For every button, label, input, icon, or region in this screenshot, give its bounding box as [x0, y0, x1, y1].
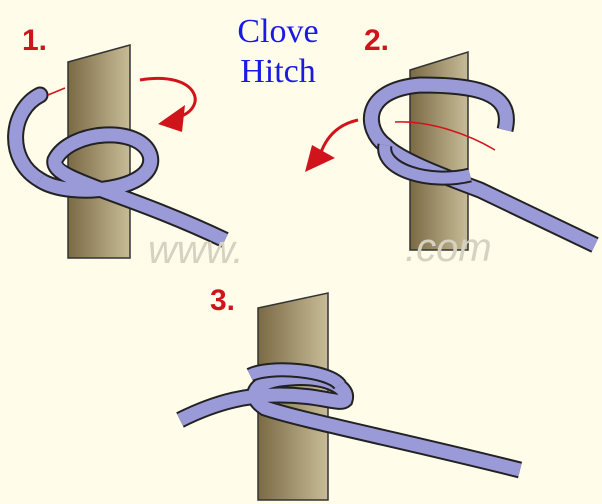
arrow-2: [318, 118, 359, 156]
step-1-illustration: [7, 44, 229, 259]
arrow-2-head: [305, 145, 335, 172]
guide-line-1: [47, 87, 66, 96]
step-3-label: 3.: [210, 284, 236, 317]
guide-line-2: [394, 121, 496, 151]
arrow-1-head: [158, 105, 185, 132]
watermark-right: .com: [405, 226, 492, 270]
arrow-1: [139, 76, 197, 120]
post-1: [67, 44, 131, 259]
step-3-illustration: [176, 292, 523, 501]
post-2: [409, 50, 469, 251]
step-2-label: 2.: [364, 24, 390, 57]
watermark-left: www.: [148, 228, 244, 272]
step-1-label: 1.: [22, 24, 48, 57]
diagram-title: Clove Hitch: [200, 12, 356, 92]
step-2-illustration: [305, 50, 599, 253]
title-line-2: Hitch: [240, 53, 316, 90]
title-line-1: Clove: [237, 13, 319, 50]
